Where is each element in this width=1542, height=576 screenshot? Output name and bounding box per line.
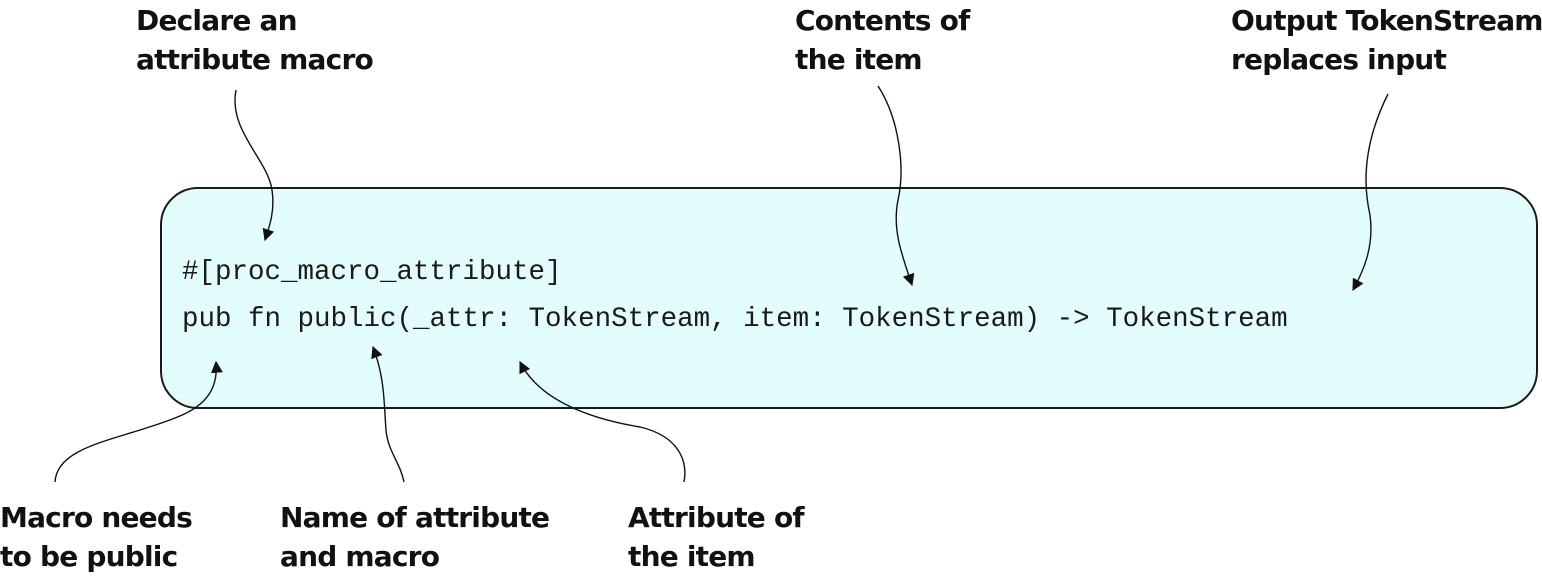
annotation-line: attribute macro — [136, 43, 374, 76]
code-box — [160, 187, 1538, 409]
annotation-line: to be public — [0, 540, 178, 573]
annotation-output-tokenstream: Output TokenStream replaces input — [1231, 1, 1542, 79]
code-line-attribute: #[proc_macro_attribute] — [182, 257, 562, 288]
annotation-line: Macro needs — [0, 501, 193, 534]
arrow-output — [1352, 93, 1389, 292]
annotation-line: the item — [628, 540, 756, 573]
code-line-signature: pub fn public(_attr: TokenStream, item: … — [182, 304, 1288, 335]
annotation-line: replaces input — [1231, 43, 1447, 76]
annotation-line: Declare an — [136, 4, 298, 37]
annotation-line: Contents of — [795, 4, 970, 37]
annotation-attribute-of-item: Attribute of the item — [628, 498, 805, 576]
arrow-declare — [234, 89, 275, 242]
annotation-declare-attribute-macro: Declare an attribute macro — [136, 1, 374, 79]
annotation-line: Attribute of — [628, 501, 805, 534]
annotation-line: Name of attribute — [280, 501, 550, 534]
arrow-public — [54, 360, 223, 483]
arrow-name — [371, 345, 405, 483]
annotation-name-of-attribute: Name of attribute and macro — [280, 498, 550, 576]
annotation-line: and macro — [280, 540, 440, 573]
annotation-macro-public: Macro needs to be public — [0, 498, 193, 576]
annotation-line: Output TokenStream — [1231, 4, 1542, 37]
arrow-attribute — [519, 360, 686, 483]
arrow-contents — [877, 85, 915, 287]
annotation-line: the item — [795, 43, 923, 76]
annotation-contents-of-item: Contents of the item — [795, 1, 970, 79]
